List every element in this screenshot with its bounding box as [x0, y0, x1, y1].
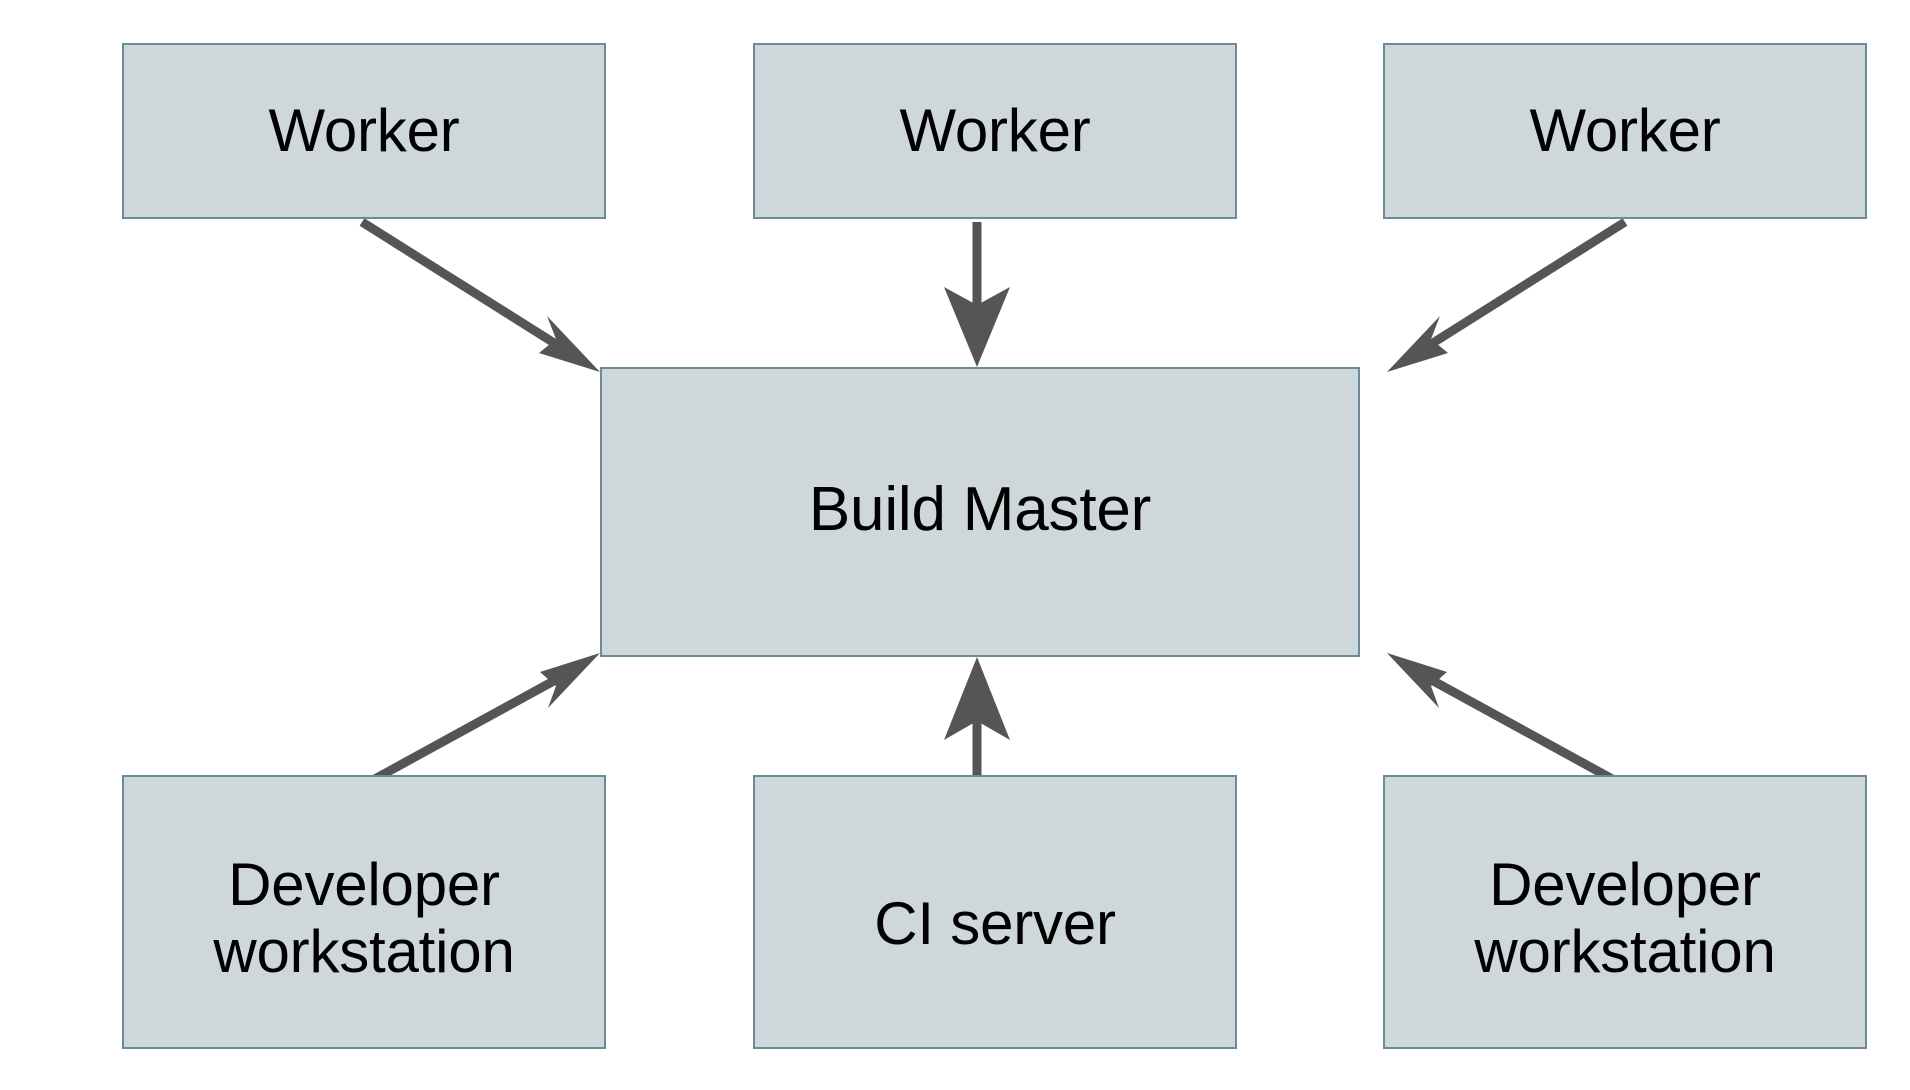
node-developer-workstation-2-label: Developer workstation	[1474, 850, 1776, 985]
node-developer-workstation-1[interactable]: Developer workstation	[122, 775, 606, 1049]
node-ci-server-label: CI server	[874, 890, 1116, 958]
node-build-master-label: Build Master	[808, 475, 1152, 545]
node-worker-3[interactable]: Worker	[1383, 43, 1867, 219]
edge-worker-3-to-build-master	[1387, 218, 1628, 372]
node-developer-workstation-2[interactable]: Developer workstation	[1383, 775, 1867, 1049]
node-worker-2-label: Worker	[899, 97, 1091, 165]
edge-worker-1-to-build-master	[359, 218, 600, 372]
node-worker-2[interactable]: Worker	[753, 43, 1237, 219]
node-ci-server[interactable]: CI server	[753, 775, 1237, 1049]
edge-dev-ws-2-to-build-master	[1387, 653, 1628, 790]
node-worker-1-label: Worker	[268, 97, 460, 165]
node-worker-3-label: Worker	[1529, 97, 1721, 165]
node-developer-workstation-1-label: Developer workstation	[213, 850, 515, 985]
node-build-master[interactable]: Build Master	[600, 367, 1360, 657]
edge-worker-2-to-build-master	[944, 222, 1010, 367]
edge-dev-ws-1-to-build-master	[359, 653, 600, 790]
node-worker-1[interactable]: Worker	[122, 43, 606, 219]
edge-ci-server-to-build-master	[944, 657, 1010, 778]
